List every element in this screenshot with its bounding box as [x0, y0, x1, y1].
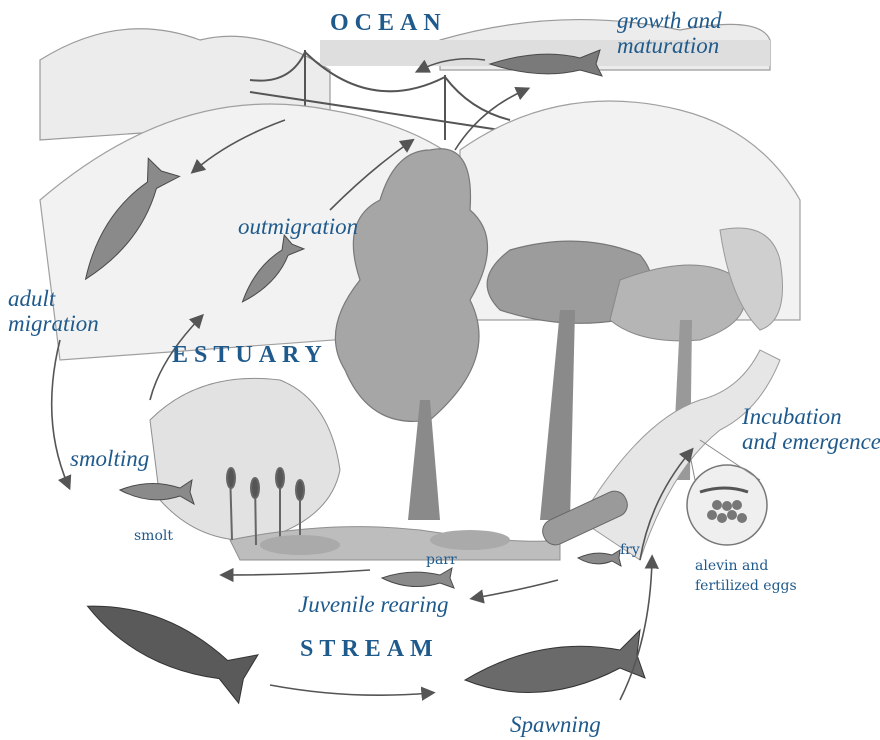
spawning-label: Spawning — [510, 712, 601, 737]
arrow-spawning-up — [620, 560, 652, 700]
alevin-eggs-inset — [687, 440, 767, 545]
adult-line-1: adult — [8, 286, 99, 311]
parr-label: parr — [426, 550, 457, 570]
estuary-label: ESTUARY — [172, 342, 328, 369]
smolt-label: smolt — [134, 526, 173, 546]
arrow-fry-left — [475, 580, 558, 598]
adult-migration-label: adult migration — [8, 286, 99, 336]
alevin-eggs-label: alevin and fertilized eggs — [695, 556, 797, 596]
arrow-adult-migration-down — [52, 340, 68, 485]
alevin-line-1: alevin and — [695, 556, 797, 576]
smolting-label: smolting — [70, 446, 149, 471]
juvenile-rearing-label: Juvenile rearing — [298, 592, 449, 617]
arrow-stream-right — [270, 685, 430, 695]
estuary-marsh — [150, 378, 560, 560]
growth-line-1: growth and — [617, 8, 722, 33]
fish-spawning — [465, 630, 645, 693]
growth-maturation-label: growth and maturation — [617, 8, 722, 58]
stream-label: STREAM — [300, 636, 439, 663]
ocean-label: OCEAN — [330, 10, 447, 37]
alevin-line-2: fertilized eggs — [695, 576, 797, 596]
incubation-line-1: Incubation — [742, 404, 880, 429]
outmigration-label: outmigration — [238, 214, 358, 239]
fry-label: fry — [620, 540, 640, 560]
arrow-juvenile-left — [225, 570, 370, 575]
fish-parr — [382, 568, 454, 588]
incubation-label: Incubation and emergence — [742, 404, 880, 454]
adult-line-2: migration — [8, 311, 99, 336]
fish-fry — [578, 550, 621, 566]
incubation-line-2: and emergence — [742, 429, 880, 454]
growth-line-2: maturation — [617, 33, 722, 58]
fish-stream-adult — [77, 581, 260, 703]
